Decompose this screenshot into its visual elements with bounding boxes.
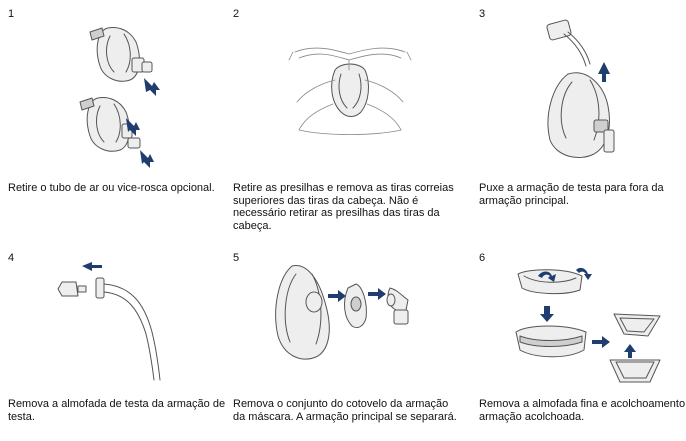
step-caption: Remova a almofada de testa da armação de… (8, 398, 226, 423)
cushion-removal-illustration (510, 262, 670, 387)
step-caption: Remova a almofada fina e acolchoamento d… (479, 398, 686, 423)
step-caption: Puxe a armação de testa para fora da arm… (479, 182, 664, 207)
step-number: 2 (233, 8, 240, 20)
step-number: 3 (479, 8, 486, 20)
forehead-pad-removal-illustration (40, 262, 190, 382)
step-number: 4 (8, 252, 15, 264)
step-caption: Retire o tubo de ar ou vice-rosca opcion… (8, 182, 215, 194)
step-number: 1 (8, 8, 15, 20)
step-number: 5 (233, 252, 240, 264)
step-number: 6 (479, 252, 486, 264)
headgear-straps-illustration (285, 40, 415, 140)
mask-tube-removal-illustration (60, 18, 180, 168)
elbow-assembly-removal-illustration (268, 262, 428, 372)
step-caption: Retire as presilhas e remova as tiras co… (233, 182, 454, 232)
forehead-frame-removal-illustration (528, 16, 638, 166)
step-caption: Remova o conjunto do cotovelo da armação… (233, 398, 457, 423)
